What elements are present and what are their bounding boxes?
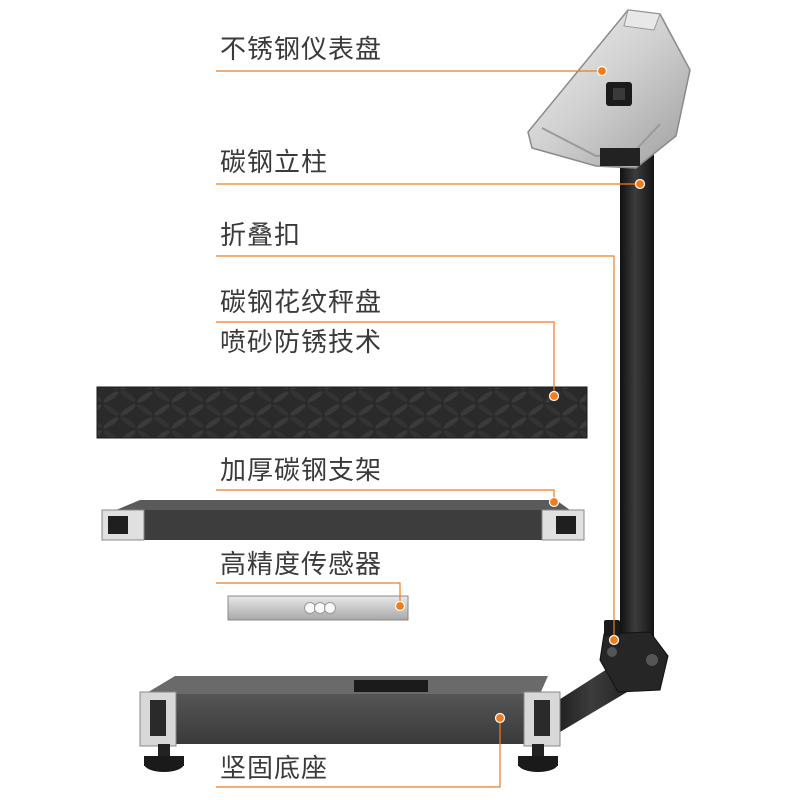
label-base: 坚固底座 xyxy=(220,754,329,784)
label-plate-line2: 喷砂防锈技术 xyxy=(220,328,383,358)
leveling-foot-left xyxy=(144,744,184,772)
leveling-foot-right xyxy=(518,744,558,772)
callout-dot-frame xyxy=(548,496,560,508)
label-fold-buckle: 折叠扣 xyxy=(220,221,302,251)
callout-dot-base xyxy=(494,712,506,724)
label-sensor: 高精度传感器 xyxy=(220,550,383,580)
callout-dot-column xyxy=(634,178,646,190)
callout-line-sensor xyxy=(216,582,401,606)
stainless-dial-head xyxy=(527,9,691,169)
callout-dot-plate xyxy=(548,390,560,402)
callout-dot-dial xyxy=(596,65,608,77)
callout-dot-fold xyxy=(608,634,620,646)
callout-dots xyxy=(394,65,646,724)
label-dial: 不锈钢仪表盘 xyxy=(220,35,383,65)
label-frame: 加厚碳钢支架 xyxy=(220,456,383,486)
callout-line-fold xyxy=(216,255,615,640)
label-plate-line1: 碳钢花纹秤盘 xyxy=(220,288,383,318)
callout-line-base xyxy=(216,718,501,788)
carbon-steel-column xyxy=(620,140,654,640)
callout-dot-sensor xyxy=(394,600,406,612)
callout-line-plate xyxy=(216,321,555,396)
load-cell-sensor xyxy=(227,595,409,621)
folding-buckle xyxy=(604,620,620,636)
thickened-steel-frame xyxy=(101,500,585,541)
label-column: 碳钢立柱 xyxy=(220,148,329,178)
checker-plate-pan xyxy=(96,386,588,439)
callout-lines xyxy=(216,70,640,788)
sturdy-base xyxy=(139,676,561,772)
folding-arm xyxy=(540,631,669,732)
